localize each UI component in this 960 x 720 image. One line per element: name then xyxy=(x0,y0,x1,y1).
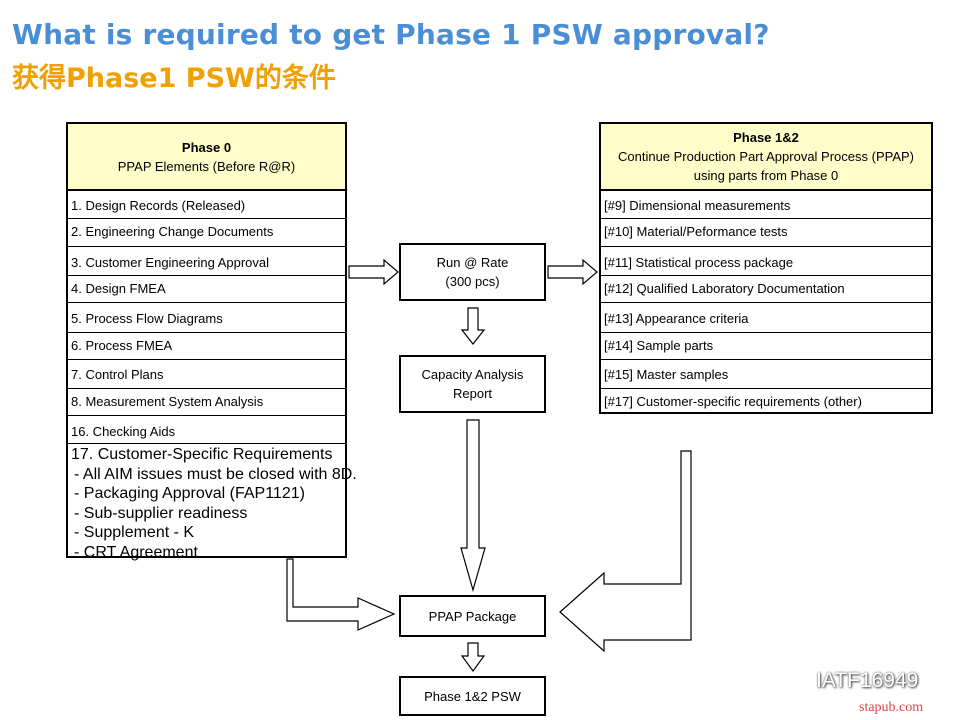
run-at-rate-box: Run @ Rate (300 pcs) xyxy=(399,243,546,301)
phase12-item: [#17] Customer-specific requirements (ot… xyxy=(604,394,862,409)
phase0-subtitle: PPAP Elements (Before R@R) xyxy=(117,158,296,174)
phase0-title: Phase 0 xyxy=(181,139,232,155)
phase0-item: 7. Control Plans xyxy=(68,360,345,389)
phase12-subtitle: Continue Production Part Approval Proces… xyxy=(617,149,915,164)
run-at-rate-qty: (300 pcs) xyxy=(445,274,500,289)
phase0-item: 2. Engineering Change Documents xyxy=(68,219,345,247)
phase0-item: 4. Design FMEA xyxy=(68,276,345,303)
page-subtitle-zh: 获得Phase1 PSW的条件 xyxy=(12,63,336,94)
phase12-item: [#10] Material/Peformance tests xyxy=(601,219,931,247)
phase0-csr-item: - All AIM issues must be closed with 8D. xyxy=(74,465,357,483)
run-at-rate-label: Run @ Rate xyxy=(436,255,509,270)
phase12-item: [#13] Appearance criteria xyxy=(601,303,931,333)
arrow-phase0-to-run xyxy=(348,258,399,286)
capacity-analysis-label: Capacity Analysis xyxy=(421,367,524,382)
site-url: stapub.com xyxy=(859,700,924,715)
psw-box: Phase 1&2 PSW xyxy=(399,676,546,716)
ppap-package-box: PPAP Package xyxy=(399,595,546,637)
arrow-run-to-capacity xyxy=(460,307,486,345)
watermark: IATF16949 xyxy=(786,667,918,694)
phase12-header: Phase 1&2 Continue Production Part Appro… xyxy=(601,124,931,191)
phase12-subtitle: using parts from Phase 0 xyxy=(693,168,839,183)
phase12-box: Phase 1&2 Continue Production Part Appro… xyxy=(599,122,933,414)
psw-label: Phase 1&2 PSW xyxy=(424,688,521,704)
phase12-item: [#15] Master samples xyxy=(601,360,931,389)
phase0-item: 5. Process Flow Diagrams xyxy=(68,303,345,333)
phase12-title: Phase 1&2 xyxy=(733,130,799,145)
phase0-csr-heading: 17. Customer-Specific Requirements xyxy=(71,446,333,463)
page-title: What is required to get Phase 1 PSW appr… xyxy=(12,18,770,51)
arrow-phase12-to-ppap xyxy=(559,450,692,653)
phase0-item: 16. Checking Aids xyxy=(68,416,345,444)
arrow-run-to-phase12 xyxy=(547,258,598,286)
phase0-csr-item: - Packaging Approval (FAP1121) xyxy=(74,485,305,502)
phase0-csr: 17. Customer-Specific Requirements - All… xyxy=(68,444,357,562)
phase12-item: [#12] Qualified Laboratory Documentation xyxy=(601,276,931,303)
capacity-analysis-label-2: Report xyxy=(452,386,493,401)
phase0-list: 1. Design Records (Released) 2. Engineer… xyxy=(68,191,357,562)
phase12-list: [#9] Dimensional measurements [#10] Mate… xyxy=(601,191,931,409)
wechat-icon xyxy=(786,667,812,694)
phase0-item: 3. Customer Engineering Approval xyxy=(68,247,345,276)
phase0-csr-item: - Supplement - K xyxy=(74,524,195,541)
phase0-item: 6. Process FMEA xyxy=(68,333,345,360)
ppap-package-label: PPAP Package xyxy=(428,608,517,624)
watermark-text: IATF16949 xyxy=(816,668,919,692)
phase12-item: [#11] Statistical process package xyxy=(601,247,931,276)
phase0-item: 1. Design Records (Released) xyxy=(68,191,345,219)
phase0-item: 8. Measurement System Analysis xyxy=(68,389,345,416)
phase0-csr-item: - CRT Agreement xyxy=(74,543,198,561)
phase12-item: [#14] Sample parts xyxy=(601,333,931,360)
phase0-box: Phase 0 PPAP Elements (Before R@R) 1. De… xyxy=(66,122,357,561)
phase0-header: Phase 0 PPAP Elements (Before R@R) xyxy=(68,124,345,191)
phase12-item: [#9] Dimensional measurements xyxy=(601,191,931,219)
capacity-analysis-box: Capacity Analysis Report xyxy=(399,355,546,413)
phase0-csr-item: - Sub-supplier readiness xyxy=(74,504,248,522)
arrow-phase0-to-ppap xyxy=(286,558,396,631)
arrow-capacity-to-ppap xyxy=(460,419,486,593)
arrow-ppap-to-psw xyxy=(460,642,486,673)
